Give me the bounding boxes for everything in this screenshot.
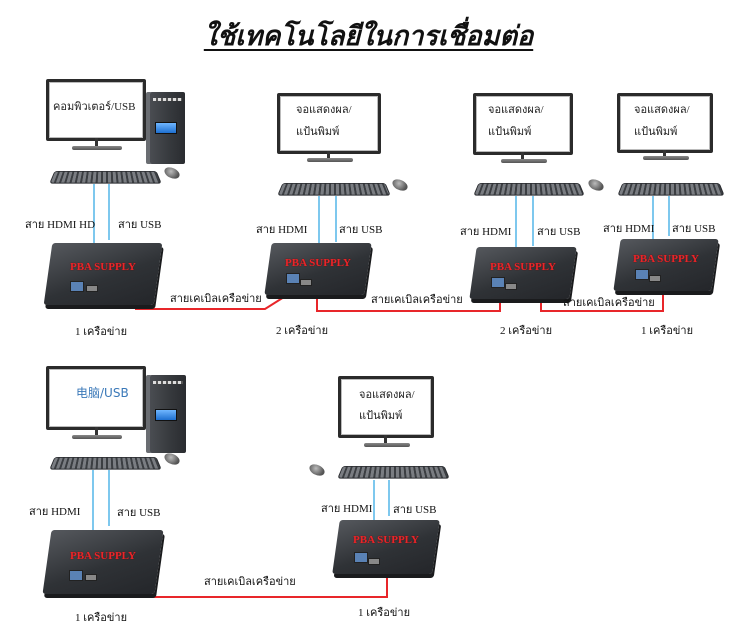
hdmi-cable-label: สาย HDMI	[460, 226, 512, 238]
network-cable-label: สายเคเบิลเครือข่าย	[170, 293, 262, 305]
terminal-screen-label-2: แป้นพิมพ์	[488, 126, 532, 138]
hdmi-cable-label: สาย HDMI	[256, 224, 308, 236]
network-cable-2	[316, 297, 501, 312]
usb-cable	[108, 470, 110, 526]
network-device: PBA SUPPLY	[264, 243, 372, 295]
device-brand: PBA SUPPLY	[353, 534, 419, 546]
hdmi-cable-label: สาย HDMI	[603, 223, 655, 235]
keyboard-icon	[473, 182, 585, 196]
computer-screen-label: 电脑/USB	[76, 386, 129, 400]
terminal-screen-label-1: จอแสดงผล/	[296, 104, 352, 116]
terminal-screen-label-2: แป้นพิมพ์	[359, 410, 403, 422]
device-brand: PBA SUPPLY	[490, 261, 556, 273]
usb-cable-label: สาย USB	[117, 507, 161, 519]
hdmi-cable	[92, 470, 94, 530]
hdmi-cable	[652, 196, 654, 240]
computer-tower	[150, 375, 186, 453]
terminal-monitor	[338, 376, 434, 448]
keyboard-icon	[49, 456, 162, 470]
device-brand: PBA SUPPLY	[285, 257, 351, 269]
hdmi-cable-label: สาย HDMI	[321, 503, 373, 515]
network-cable-3	[540, 293, 664, 312]
device-network-label: 2 เครือข่าย	[276, 325, 329, 337]
terminal-screen-label-1: จอแสดงผล/	[488, 104, 544, 116]
usb-cable-label: สาย USB	[537, 226, 581, 238]
network-cable-4	[135, 576, 388, 598]
usb-cable-label: สาย USB	[118, 219, 162, 231]
computer-screen-label: คอมพิวเตอร์/USB	[53, 101, 136, 113]
device-network-label: 2 เครือข่าย	[500, 325, 553, 337]
terminal-monitor	[277, 93, 381, 163]
device-network-label: 1 เครือข่าย	[641, 325, 694, 337]
network-device: PBA SUPPLY	[42, 530, 164, 594]
network-cable-label: สายเคเบิลเครือข่าย	[563, 297, 655, 309]
hdmi-cable	[318, 196, 320, 246]
keyboard-icon	[337, 465, 450, 479]
keyboard-icon	[49, 170, 162, 184]
hdmi-cable	[515, 196, 517, 250]
usb-cable-label: สาย USB	[393, 504, 437, 516]
network-cable-label: สายเคเบิลเครือข่าย	[204, 576, 296, 588]
hdmi-cable	[373, 480, 375, 520]
usb-cable	[532, 196, 534, 246]
usb-cable-label: สาย USB	[672, 223, 716, 235]
keyboard-icon	[277, 182, 391, 196]
device-network-label: 1 เครือข่าย	[75, 326, 128, 338]
usb-cable-label: สาย USB	[339, 224, 383, 236]
device-network-label: 1 เครือข่าย	[358, 607, 411, 619]
network-cable-1	[135, 291, 293, 310]
computer-monitor	[46, 366, 146, 440]
network-cable-label: สายเคเบิลเครือข่าย	[371, 294, 463, 306]
usb-cable	[668, 196, 670, 236]
network-device: PBA SUPPLY	[43, 243, 163, 305]
terminal-monitor	[473, 93, 573, 163]
network-device: PBA SUPPLY	[469, 247, 577, 299]
device-network-label: 1 เครือข่าย	[75, 612, 128, 624]
usb-cable	[108, 184, 110, 240]
keyboard-icon	[617, 182, 725, 196]
terminal-screen-label-1: จอแสดงผล/	[359, 389, 415, 401]
terminal-monitor	[617, 93, 713, 161]
device-brand: PBA SUPPLY	[70, 550, 136, 562]
hdmi-cable-label: สาย HDMI HD	[25, 219, 96, 231]
computer-tower	[150, 92, 185, 164]
hdmi-cable	[93, 184, 95, 244]
usb-cable	[335, 196, 337, 242]
network-device: PBA SUPPLY	[332, 520, 440, 574]
usb-cable	[388, 480, 390, 516]
diagram-title: ใช้เทคโนโลยีในการเชื่อมต่อ	[203, 21, 534, 51]
terminal-screen-label-2: แป้นพิมพ์	[296, 126, 340, 138]
network-device: PBA SUPPLY	[613, 239, 719, 291]
terminal-screen-label-2: แป้นพิมพ์	[634, 126, 678, 138]
device-brand: PBA SUPPLY	[633, 253, 699, 265]
terminal-screen-label-1: จอแสดงผล/	[634, 104, 690, 116]
hdmi-cable-label: สาย HDMI	[29, 506, 81, 518]
computer-monitor	[46, 79, 146, 150]
device-brand: PBA SUPPLY	[70, 261, 136, 273]
